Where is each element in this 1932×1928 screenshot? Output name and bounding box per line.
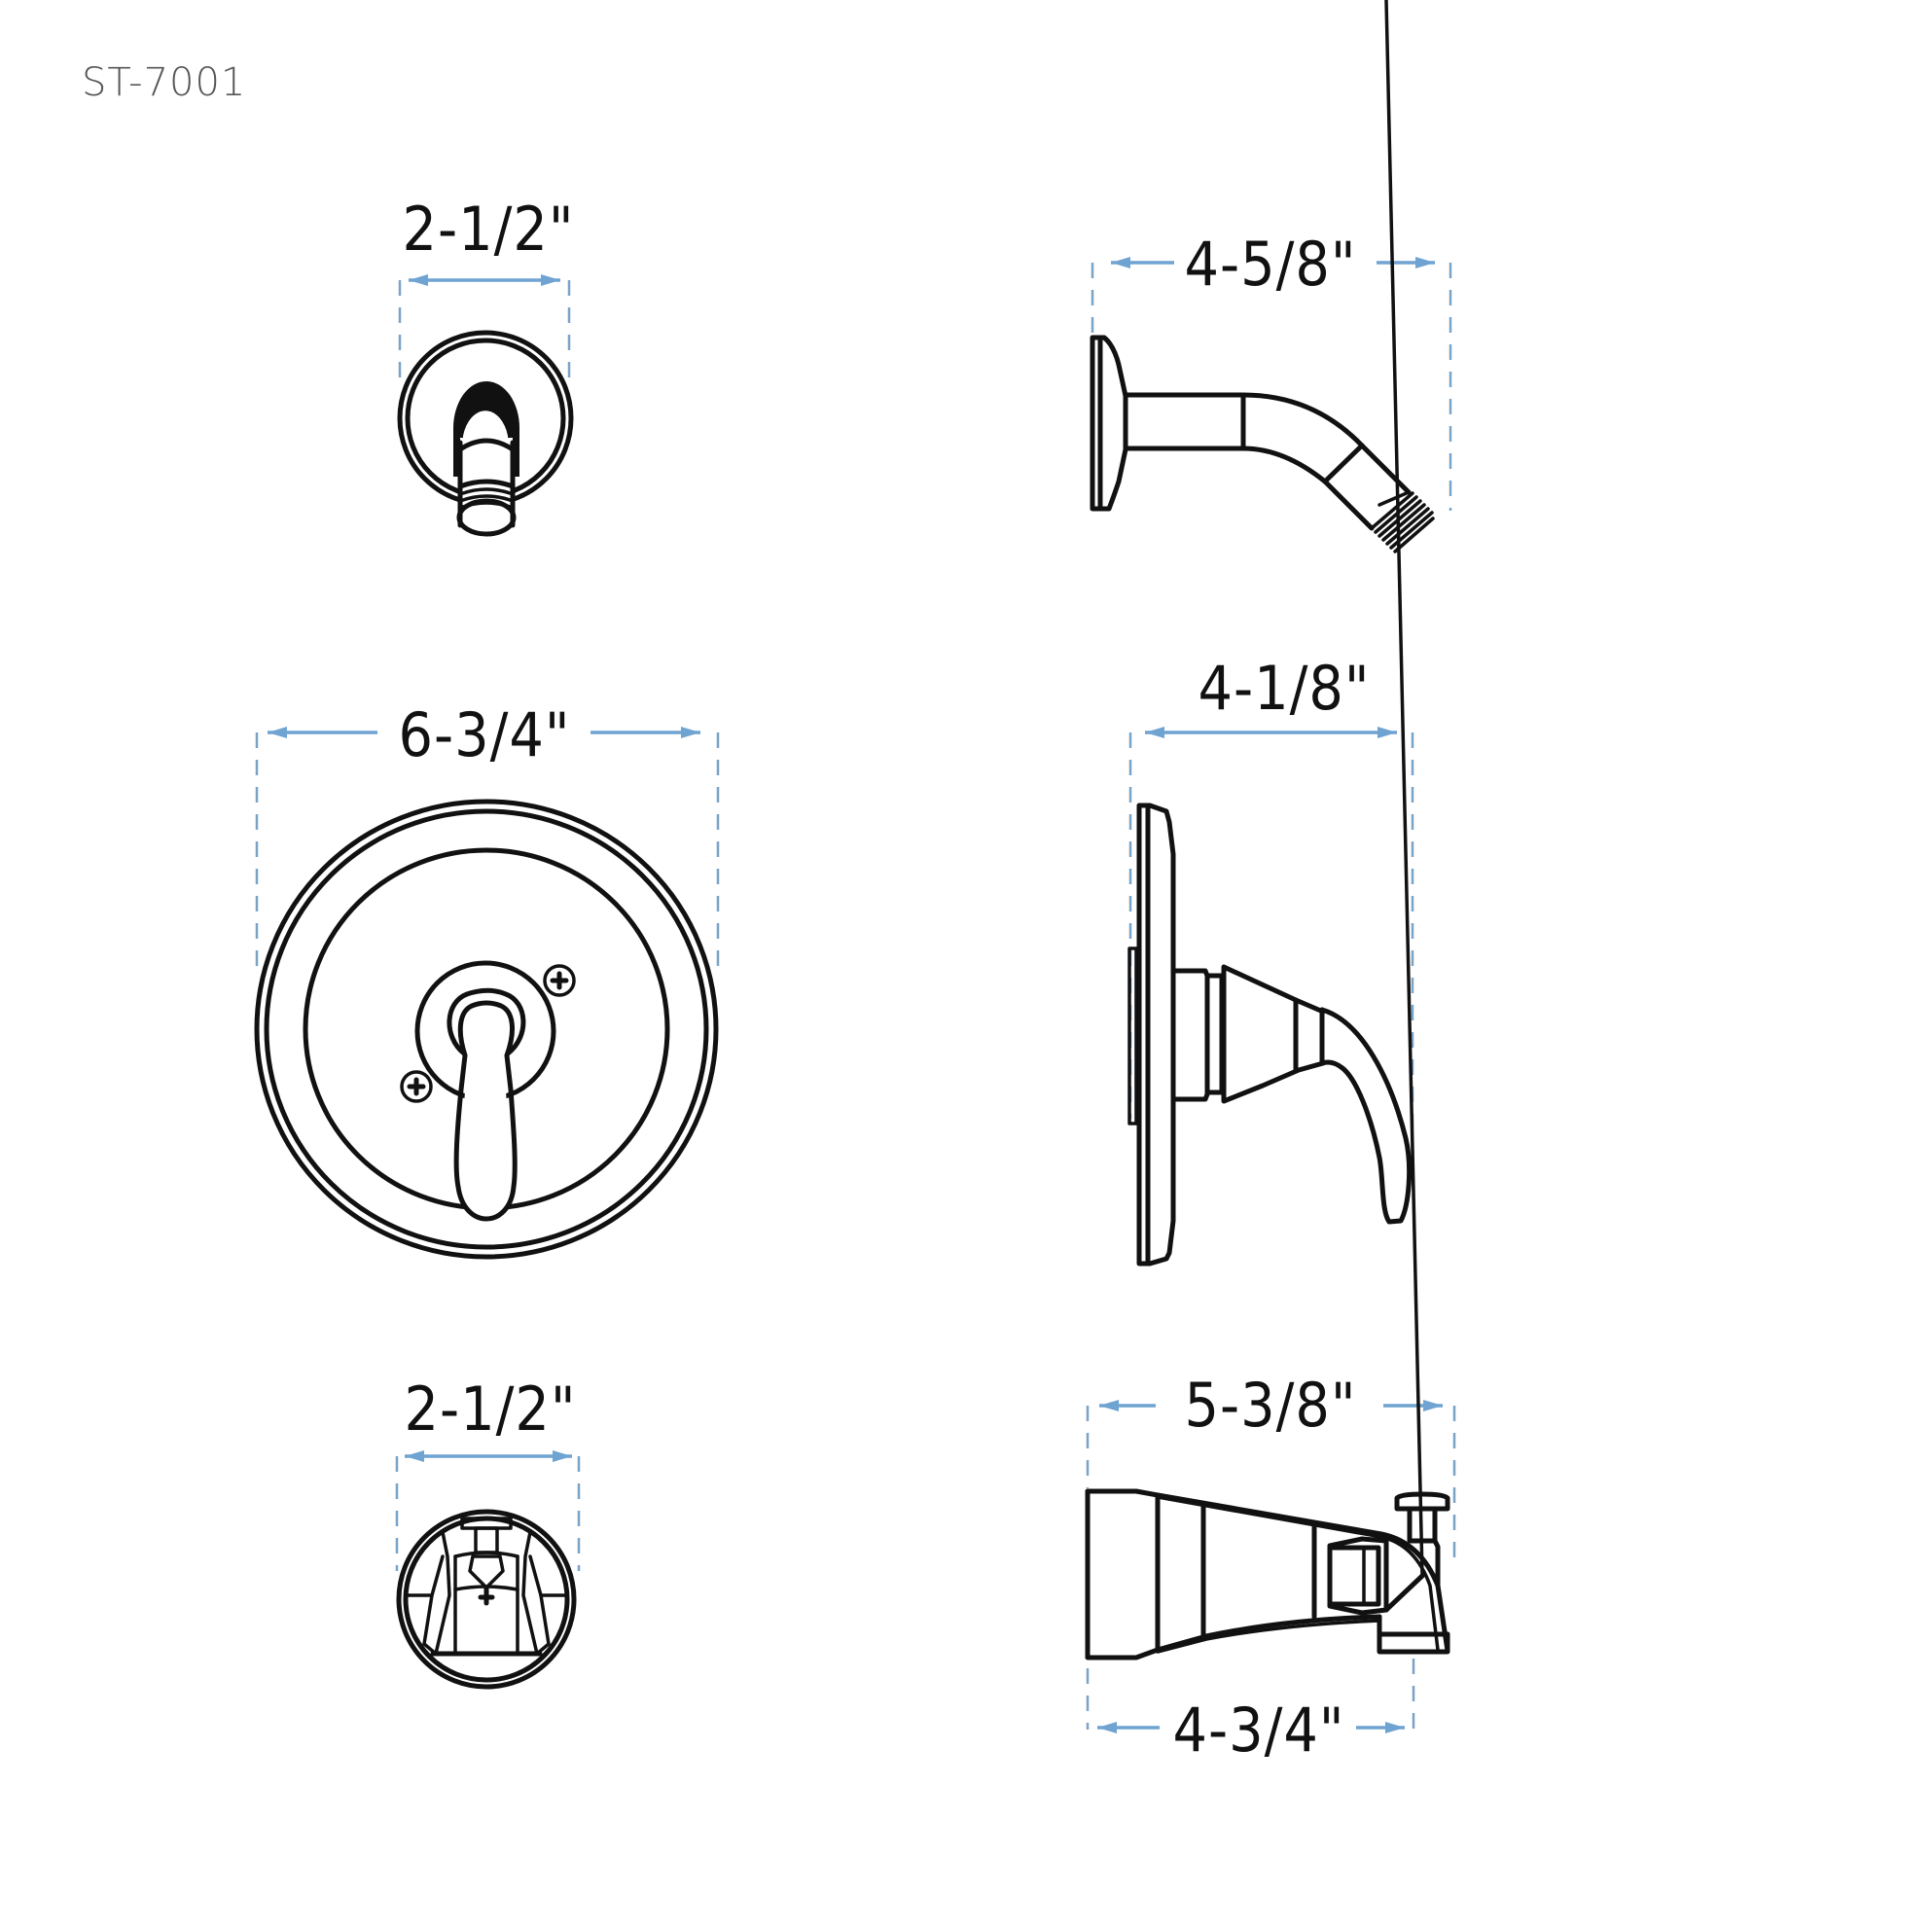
- shower-arm-front-view: [397, 274, 574, 537]
- tub-spout-front-dimension-label: 2-1/2": [404, 1374, 577, 1445]
- screw-icon: [543, 964, 576, 997]
- dimension-line: [398, 274, 571, 377]
- valve-trim-front-view: [254, 727, 720, 1260]
- valve-trim-side-view: [1127, 727, 1414, 1267]
- valve-trim-side-dimension-label: 4-1/8": [1198, 653, 1371, 724]
- dimension-line: [1091, 257, 1452, 511]
- model-number: ST-7001: [82, 60, 247, 105]
- screw-icon: [400, 1070, 433, 1103]
- tub-spout-side-view: [1085, 0, 1456, 1733]
- shower-arm-side-view: [1090, 257, 1452, 553]
- tub-spout-front-view: [395, 1450, 581, 1690]
- shower-arm-side-dimension-label: 4-5/8": [1184, 229, 1357, 300]
- valve-trim-front-dimension-label: 6-3/4": [398, 699, 571, 770]
- dimension-line: [255, 727, 720, 973]
- tub-spout-side-dimension-label: 5-3/8": [1184, 1370, 1357, 1441]
- dimension-line: [1086, 1400, 1456, 1733]
- shower-arm-front-dimension-label: 2-1/2": [402, 194, 575, 265]
- dimension-line: [395, 1450, 581, 1571]
- tub-spout-side-secondary-dimension-label: 4-3/4": [1172, 1695, 1345, 1766]
